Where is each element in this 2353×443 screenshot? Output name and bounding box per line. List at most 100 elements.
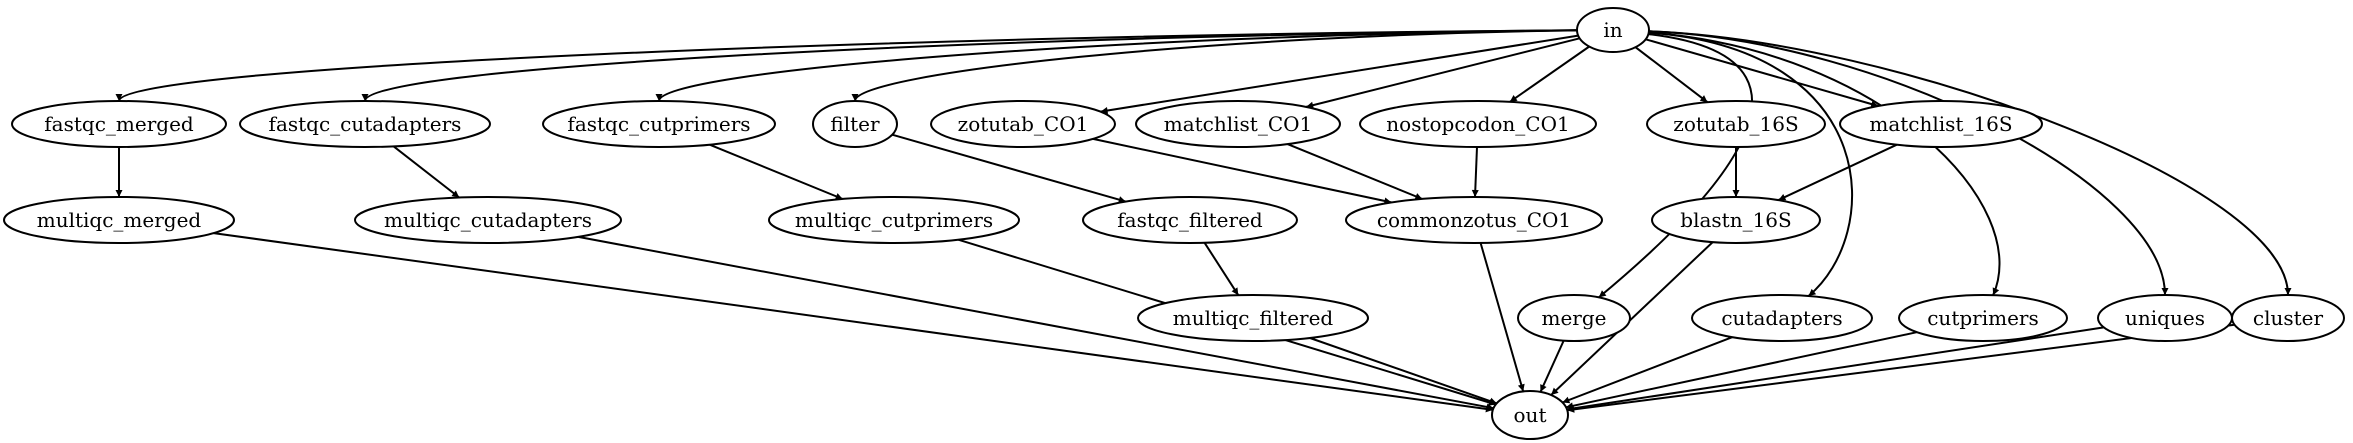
node-label: cutadapters — [1721, 306, 1842, 330]
node-ellipse — [1345, 196, 1603, 244]
node-ellipse — [2231, 294, 2345, 342]
node-in: in — [1576, 7, 1650, 53]
edge-in-to-filter — [851, 29, 1578, 102]
node-ellipse — [1359, 100, 1597, 148]
node-cluster: cluster — [2231, 294, 2345, 342]
node-ellipse — [239, 100, 491, 148]
node-fastqc_cutadapters: fastqc_cutadapters — [239, 100, 491, 148]
node-ellipse — [542, 100, 776, 148]
node-label: matchlist_CO1 — [1164, 112, 1313, 136]
edge-in-to-cutadapters — [1648, 31, 1854, 297]
node-label: merge — [1542, 306, 1607, 330]
edge-in-to-zotutab_16S — [1634, 46, 1709, 103]
node-ellipse — [1691, 294, 1873, 342]
node-ellipse — [768, 196, 1020, 244]
edge-cluster-to-out — [1567, 323, 2235, 413]
node-label: cutprimers — [1927, 306, 2039, 330]
node-ellipse — [1135, 100, 1341, 148]
node-ellipse — [11, 100, 227, 148]
node-out: out — [1491, 390, 1569, 440]
edge-in-to-cluster — [1648, 30, 2292, 296]
edge-in-to-zotutab_CO1 — [1100, 34, 1579, 114]
node-ellipse — [1839, 100, 2043, 148]
edge-in-to-nostopcodon_CO1 — [1509, 45, 1590, 103]
node-label: multiqc_cutadapters — [384, 208, 592, 232]
node-label: multiqc_filtered — [1173, 306, 1334, 330]
node-label: multiqc_merged — [37, 208, 202, 232]
node-ellipse — [930, 100, 1116, 148]
node-label: out — [1514, 403, 1547, 427]
node-multiqc_cutadapters: multiqc_cutadapters — [354, 196, 622, 244]
edge-blastn_16S-to-out — [1550, 241, 1714, 396]
edge-cutadapters-to-out — [1562, 336, 1733, 404]
edge-fastqc_cutadapters-to-multiqc_cutadapters — [393, 145, 460, 199]
node-zotutab_16S: zotutab_16S — [1646, 100, 1826, 148]
edge-nostopcodon_CO1-to-commonzotus_CO1 — [1471, 146, 1479, 198]
edge-zotutab_CO1-to-commonzotus_CO1 — [1092, 137, 1392, 205]
edge-in-to-matchlist_16S — [1645, 38, 1879, 108]
edge-in-to-uniques — [1648, 30, 2169, 296]
node-multiqc_filtered: multiqc_filtered — [1137, 294, 1369, 342]
node-ellipse — [1491, 390, 1569, 440]
node-blastn_16S: blastn_16S — [1651, 196, 1821, 244]
node-matchlist_CO1: matchlist_CO1 — [1135, 100, 1341, 148]
node-label: in — [1603, 18, 1622, 42]
node-label: uniques — [2125, 306, 2205, 330]
node-ellipse — [1898, 294, 2068, 342]
node-ellipse — [1137, 294, 1369, 342]
edge-multiqc_merged-to-out — [213, 232, 1494, 413]
node-ellipse — [1576, 7, 1650, 53]
nodes-layer: in fastqc_merged fastqc_cutadapters fastqc_… — [3, 7, 2345, 440]
node-label: commonzotus_CO1 — [1377, 208, 1571, 232]
edge-multiqc_cutadapters-to-out — [578, 235, 1494, 411]
edge-in-to-merge — [1598, 33, 1753, 299]
node-fastqc_merged: fastqc_merged — [11, 100, 227, 148]
node-ellipse — [3, 196, 235, 244]
node-label: fastqc_cutprimers — [567, 112, 750, 136]
node-commonzotus_CO1: commonzotus_CO1 — [1345, 196, 1603, 244]
node-label: fastqc_merged — [44, 112, 194, 136]
node-cutprimers: cutprimers — [1898, 294, 2068, 342]
node-label: filter — [830, 112, 880, 136]
node-ellipse — [1517, 294, 1631, 342]
edge-in-to-matchlist_CO1 — [1305, 37, 1580, 109]
node-label: zotutab_16S — [1673, 112, 1798, 136]
node-ellipse — [1651, 196, 1821, 244]
node-label: nostopcodon_CO1 — [1386, 112, 1569, 136]
edge-matchlist_16S-to-blastn_16S — [1777, 143, 1898, 202]
node-label: zotutab_CO1 — [958, 112, 1089, 136]
node-fastqc_cutprimers: fastqc_cutprimers — [542, 100, 776, 148]
edge-commonzotus_CO1-to-out — [1479, 242, 1525, 392]
node-multiqc_merged: multiqc_merged — [3, 196, 235, 244]
node-label: fastqc_cutadapters — [269, 112, 462, 136]
node-ellipse — [812, 100, 898, 148]
node-multiqc_cutprimers: multiqc_cutprimers — [768, 196, 1020, 244]
edge-fastqc_filtered-to-multiqc_filtered — [1203, 242, 1240, 296]
node-label: matchlist_16S — [1869, 112, 2012, 136]
node-filter: filter — [812, 100, 898, 148]
node-nostopcodon_CO1: nostopcodon_CO1 — [1359, 100, 1597, 148]
node-label: fastqc_filtered — [1117, 208, 1263, 232]
edge-merge-to-out — [1539, 340, 1565, 393]
node-cutadapters: cutadapters — [1691, 294, 1873, 342]
edge-uniques-to-out — [1566, 326, 2104, 412]
node-ellipse — [354, 196, 622, 244]
node-label: cluster — [2253, 306, 2324, 330]
edge-in-to-fastqc_cutprimers — [655, 29, 1578, 102]
edge-in-to-cutprimers — [1648, 31, 2001, 296]
edge-in-to-fastqc_cutadapters — [361, 29, 1578, 102]
edge-in-to-fastqc_merged — [115, 29, 1578, 102]
node-merge: merge — [1517, 294, 1631, 342]
edge-matchlist_CO1-to-commonzotus_CO1 — [1287, 143, 1423, 200]
edge-multiqc_filtered-to-out — [1309, 337, 1498, 405]
node-ellipse — [1646, 100, 1826, 148]
edge-filter-to-fastqc_filtered — [891, 133, 1127, 204]
node-ellipse — [1082, 196, 1298, 244]
node-fastqc_filtered: fastqc_filtered — [1082, 196, 1298, 244]
node-zotutab_CO1: zotutab_CO1 — [930, 100, 1116, 148]
edge-fastqc_cutprimers-to-multiqc_cutprimers — [709, 143, 844, 200]
node-label: multiqc_cutprimers — [795, 208, 993, 232]
node-label: blastn_16S — [1680, 208, 1791, 232]
node-matchlist_16S: matchlist_16S — [1839, 100, 2043, 148]
